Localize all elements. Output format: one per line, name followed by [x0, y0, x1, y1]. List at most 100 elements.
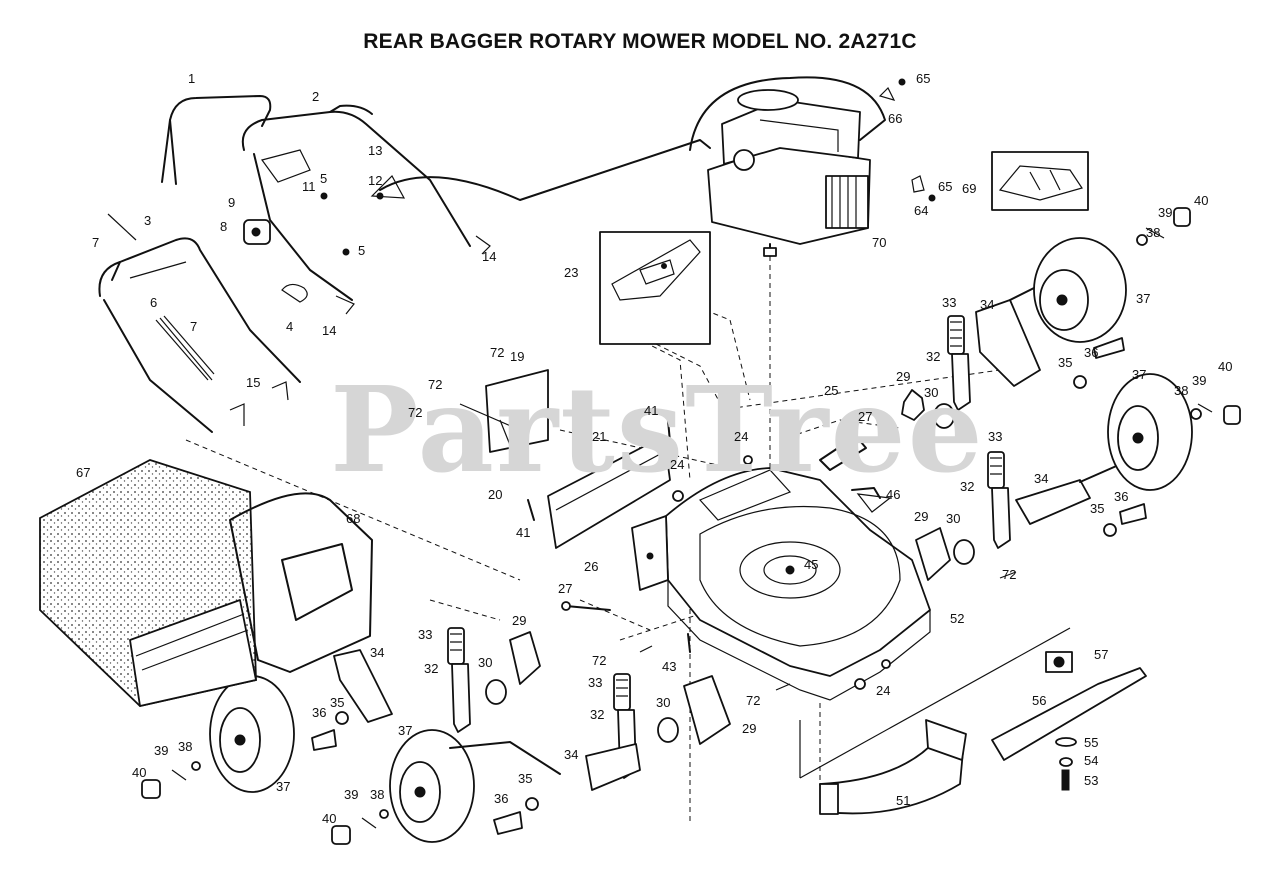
callout-32: 32 [424, 661, 439, 676]
callout-9: 9 [228, 195, 236, 210]
callout-27: 27 [558, 581, 573, 596]
callout-68: 68 [346, 511, 361, 526]
mower-deck [631, 467, 931, 701]
callout-6: 6 [150, 295, 158, 310]
callout-14: 14 [322, 323, 337, 338]
callout-14: 14 [482, 249, 497, 264]
callout-33: 33 [942, 295, 957, 310]
callout-23: 23 [564, 265, 579, 280]
callout-72: 72 [1002, 567, 1017, 582]
callout-43: 43 [662, 659, 677, 674]
callout-34: 34 [980, 297, 995, 312]
callout-32: 32 [960, 479, 975, 494]
callout-41: 41 [516, 525, 531, 540]
callout-4: 4 [286, 319, 294, 334]
callout-36: 36 [1114, 489, 1129, 504]
callout-12: 12 [368, 173, 383, 188]
callout-36: 36 [312, 705, 327, 720]
front-left-height-adjuster [333, 627, 541, 733]
wheel-front-left [141, 675, 349, 799]
callout-15: 15 [246, 375, 261, 390]
callout-38: 38 [1174, 383, 1189, 398]
callout-72: 72 [428, 377, 443, 392]
inset-detail-23 [599, 231, 711, 345]
callout-45: 45 [804, 557, 819, 572]
lower-handle [98, 237, 301, 433]
bolts [527, 419, 1017, 691]
callout-35: 35 [1058, 355, 1073, 370]
callout-29: 29 [914, 509, 929, 524]
callout-64: 64 [914, 203, 929, 218]
callout-69: 69 [962, 181, 977, 196]
callout-37: 37 [398, 723, 413, 738]
callout-27: 27 [858, 409, 873, 424]
callout-3: 3 [144, 213, 152, 228]
callout-33: 33 [588, 675, 603, 690]
callout-30: 30 [656, 695, 671, 710]
callout-25: 25 [824, 383, 839, 398]
callout-29: 29 [896, 369, 911, 384]
callout-72: 72 [408, 405, 423, 420]
handle-hardware [107, 139, 711, 426]
callout-37: 37 [1136, 291, 1151, 306]
callout-34: 34 [564, 747, 579, 762]
callout-38: 38 [370, 787, 385, 802]
callout-29: 29 [742, 721, 757, 736]
blade-guide-lines [799, 627, 1071, 779]
callout-38: 38 [178, 739, 193, 754]
callout-39: 39 [1192, 373, 1207, 388]
grass-bag [39, 459, 257, 707]
baffle-51 [819, 719, 967, 815]
upper-handle [161, 95, 471, 301]
callout-72: 72 [592, 653, 607, 668]
callout-24: 24 [670, 457, 685, 472]
blade-assembly [991, 651, 1147, 791]
engine [689, 76, 886, 257]
callout-65: 65 [916, 71, 931, 86]
callout-33: 33 [988, 429, 1003, 444]
diagram-title: REAR BAGGER ROTARY MOWER MODEL NO. 2A271… [363, 30, 917, 53]
callout-24: 24 [876, 683, 891, 698]
callout-40: 40 [1218, 359, 1233, 374]
callout-37: 37 [276, 779, 291, 794]
callout-30: 30 [478, 655, 493, 670]
callout-5: 5 [358, 243, 366, 258]
callout-34: 34 [370, 645, 385, 660]
callout-35: 35 [518, 771, 533, 786]
callout-32: 32 [926, 349, 941, 364]
callout-37: 37 [1132, 367, 1147, 382]
callout-30: 30 [946, 511, 961, 526]
callout-7: 7 [190, 319, 198, 334]
callout-46: 46 [886, 487, 901, 502]
callout-52: 52 [950, 611, 965, 626]
wheel-rear-right-upper [1033, 207, 1191, 389]
callout-67: 67 [76, 465, 91, 480]
callout-36: 36 [1084, 345, 1099, 360]
callout-40: 40 [132, 765, 147, 780]
callout-11: 11 [302, 179, 316, 194]
callout-41: 41 [644, 403, 659, 418]
callout-32: 32 [590, 707, 605, 722]
callout-57: 57 [1094, 647, 1109, 662]
callout-39: 39 [1158, 205, 1173, 220]
inset-detail-69 [991, 151, 1089, 211]
callout-35: 35 [330, 695, 345, 710]
callout-70: 70 [872, 235, 887, 250]
callout-38: 38 [1146, 225, 1161, 240]
callout-36: 36 [494, 791, 509, 806]
callout-39: 39 [344, 787, 359, 802]
callout-65: 65 [938, 179, 953, 194]
bag-frame [229, 492, 373, 673]
callout-1: 1 [188, 71, 196, 86]
callout-56: 56 [1032, 693, 1047, 708]
callout-39: 39 [154, 743, 169, 758]
callout-13: 13 [368, 143, 383, 158]
callout-33: 33 [418, 627, 433, 642]
wheel-front-left-lower [331, 729, 561, 845]
callout-72: 72 [490, 345, 505, 360]
callout-72: 72 [746, 693, 761, 708]
rear-right-height-adjuster [915, 451, 1131, 581]
